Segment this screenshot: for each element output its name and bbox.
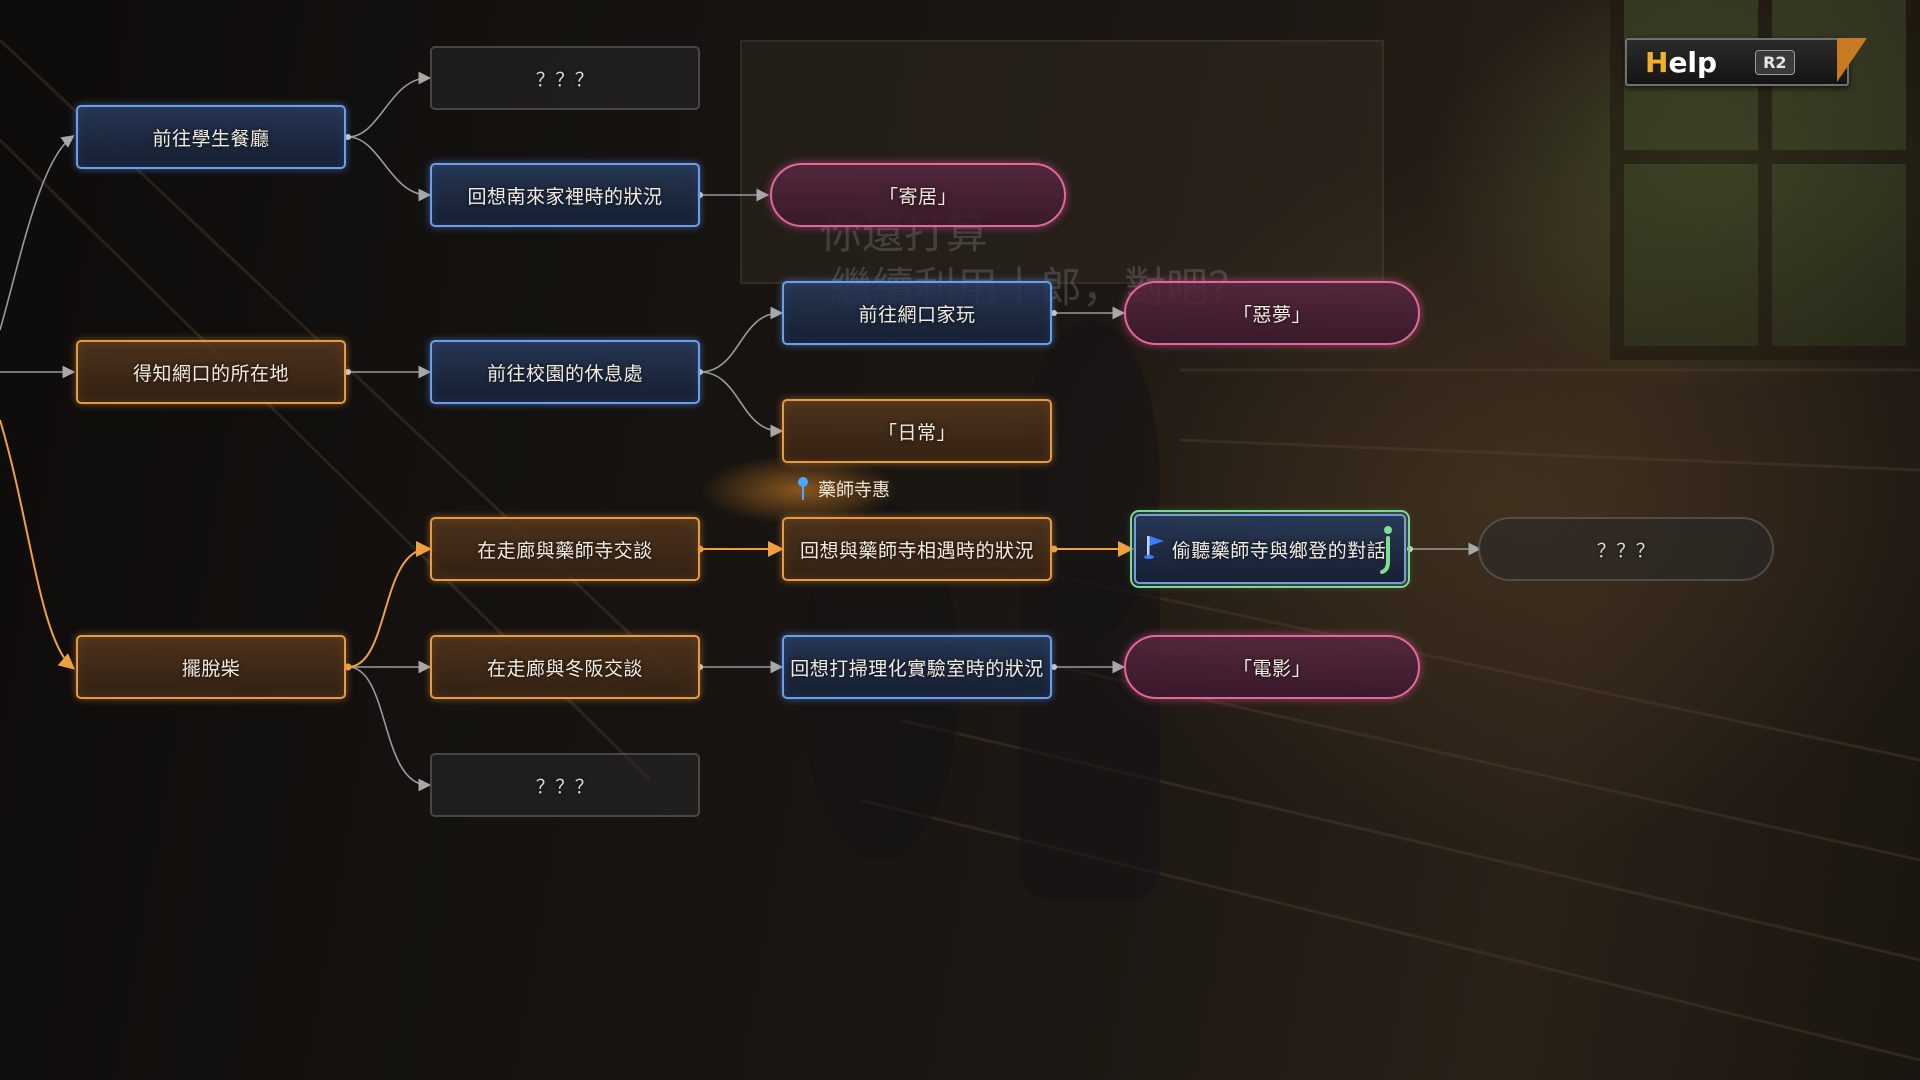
node-talk-fuyusaka-hallway[interactable]: 在走廊與冬阪交談 <box>430 635 700 699</box>
help-accent-triangle <box>1837 38 1867 82</box>
flag-icon <box>1144 536 1164 559</box>
node-label: 得知網口的所在地 <box>132 362 289 385</box>
node-go-cafeteria[interactable]: 前往學生餐廳 <box>76 105 346 169</box>
node-learn-amiguchi-location[interactable]: 得知網口的所在地 <box>76 340 346 404</box>
node-label: 回想南來家裡時的狀況 <box>467 185 663 208</box>
selection-glow <box>700 455 900 525</box>
node-label: 前往校園的休息處 <box>486 362 643 385</box>
node-label: ？？？ <box>1596 539 1656 562</box>
node-go-school-lounge[interactable]: 前往校園的休息處 <box>430 340 700 404</box>
node-label: ？？？ <box>535 775 595 798</box>
node-label: ？？？ <box>535 68 595 91</box>
node-label: 「惡夢」 <box>1232 303 1311 326</box>
node-label: 在走廊與冬阪交談 <box>486 657 643 680</box>
location-pin-icon <box>798 477 808 500</box>
info-icon <box>1380 526 1392 574</box>
node-recall-chem-lab[interactable]: 回想打掃理化實驗室時的狀況 <box>782 635 1052 699</box>
node-label: 擺脫柴 <box>181 657 241 680</box>
node-unknown-right[interactable]: ？？？ <box>1478 517 1774 581</box>
node-label: 「電影」 <box>1232 657 1311 680</box>
character-marker: 藥師寺惠 <box>796 476 890 502</box>
help-label: Help <box>1645 45 1718 79</box>
r2-button-icon: R2 <box>1755 49 1795 75</box>
node-label: 回想與藥師寺相遇時的狀況 <box>799 539 1034 562</box>
node-unknown-bottom[interactable]: ？？？ <box>430 753 700 817</box>
node-label: 「日常」 <box>877 421 956 444</box>
ending-akumu[interactable]: 「惡夢」 <box>1124 281 1420 345</box>
character-name: 藥師寺惠 <box>818 480 890 501</box>
node-label: 在走廊與藥師寺交談 <box>477 539 653 562</box>
node-label: 前往學生餐廳 <box>152 127 270 150</box>
node-label: 回想打掃理化實驗室時的狀況 <box>790 657 1044 680</box>
node-eavesdrop-conversation-current[interactable]: 偷聽藥師寺與鄉登的對話 <box>1130 510 1410 588</box>
node-unknown-top[interactable]: ？？？ <box>430 46 700 110</box>
node-escape-shiba[interactable]: 擺脫柴 <box>76 635 346 699</box>
node-label: 偷聽藥師寺與鄉登的對話 <box>1171 539 1387 562</box>
node-label: 「寄居」 <box>878 185 957 208</box>
ending-nichijo-node[interactable]: 「日常」 <box>782 399 1052 463</box>
node-go-amiguchi-home[interactable]: 前往網口家玩 <box>782 281 1052 345</box>
node-label: 前往網口家玩 <box>858 303 976 326</box>
help-button[interactable]: Help R2 <box>1625 38 1867 86</box>
node-talk-yakushiji-hallway[interactable]: 在走廊與藥師寺交談 <box>430 517 700 581</box>
ending-kikyo[interactable]: 「寄居」 <box>770 163 1066 227</box>
node-recall-minami-home[interactable]: 回想南來家裡時的狀況 <box>430 163 700 227</box>
node-recall-yakushiji-meeting[interactable]: 回想與藥師寺相遇時的狀況 <box>782 517 1052 581</box>
ending-eiga[interactable]: 「電影」 <box>1124 635 1420 699</box>
